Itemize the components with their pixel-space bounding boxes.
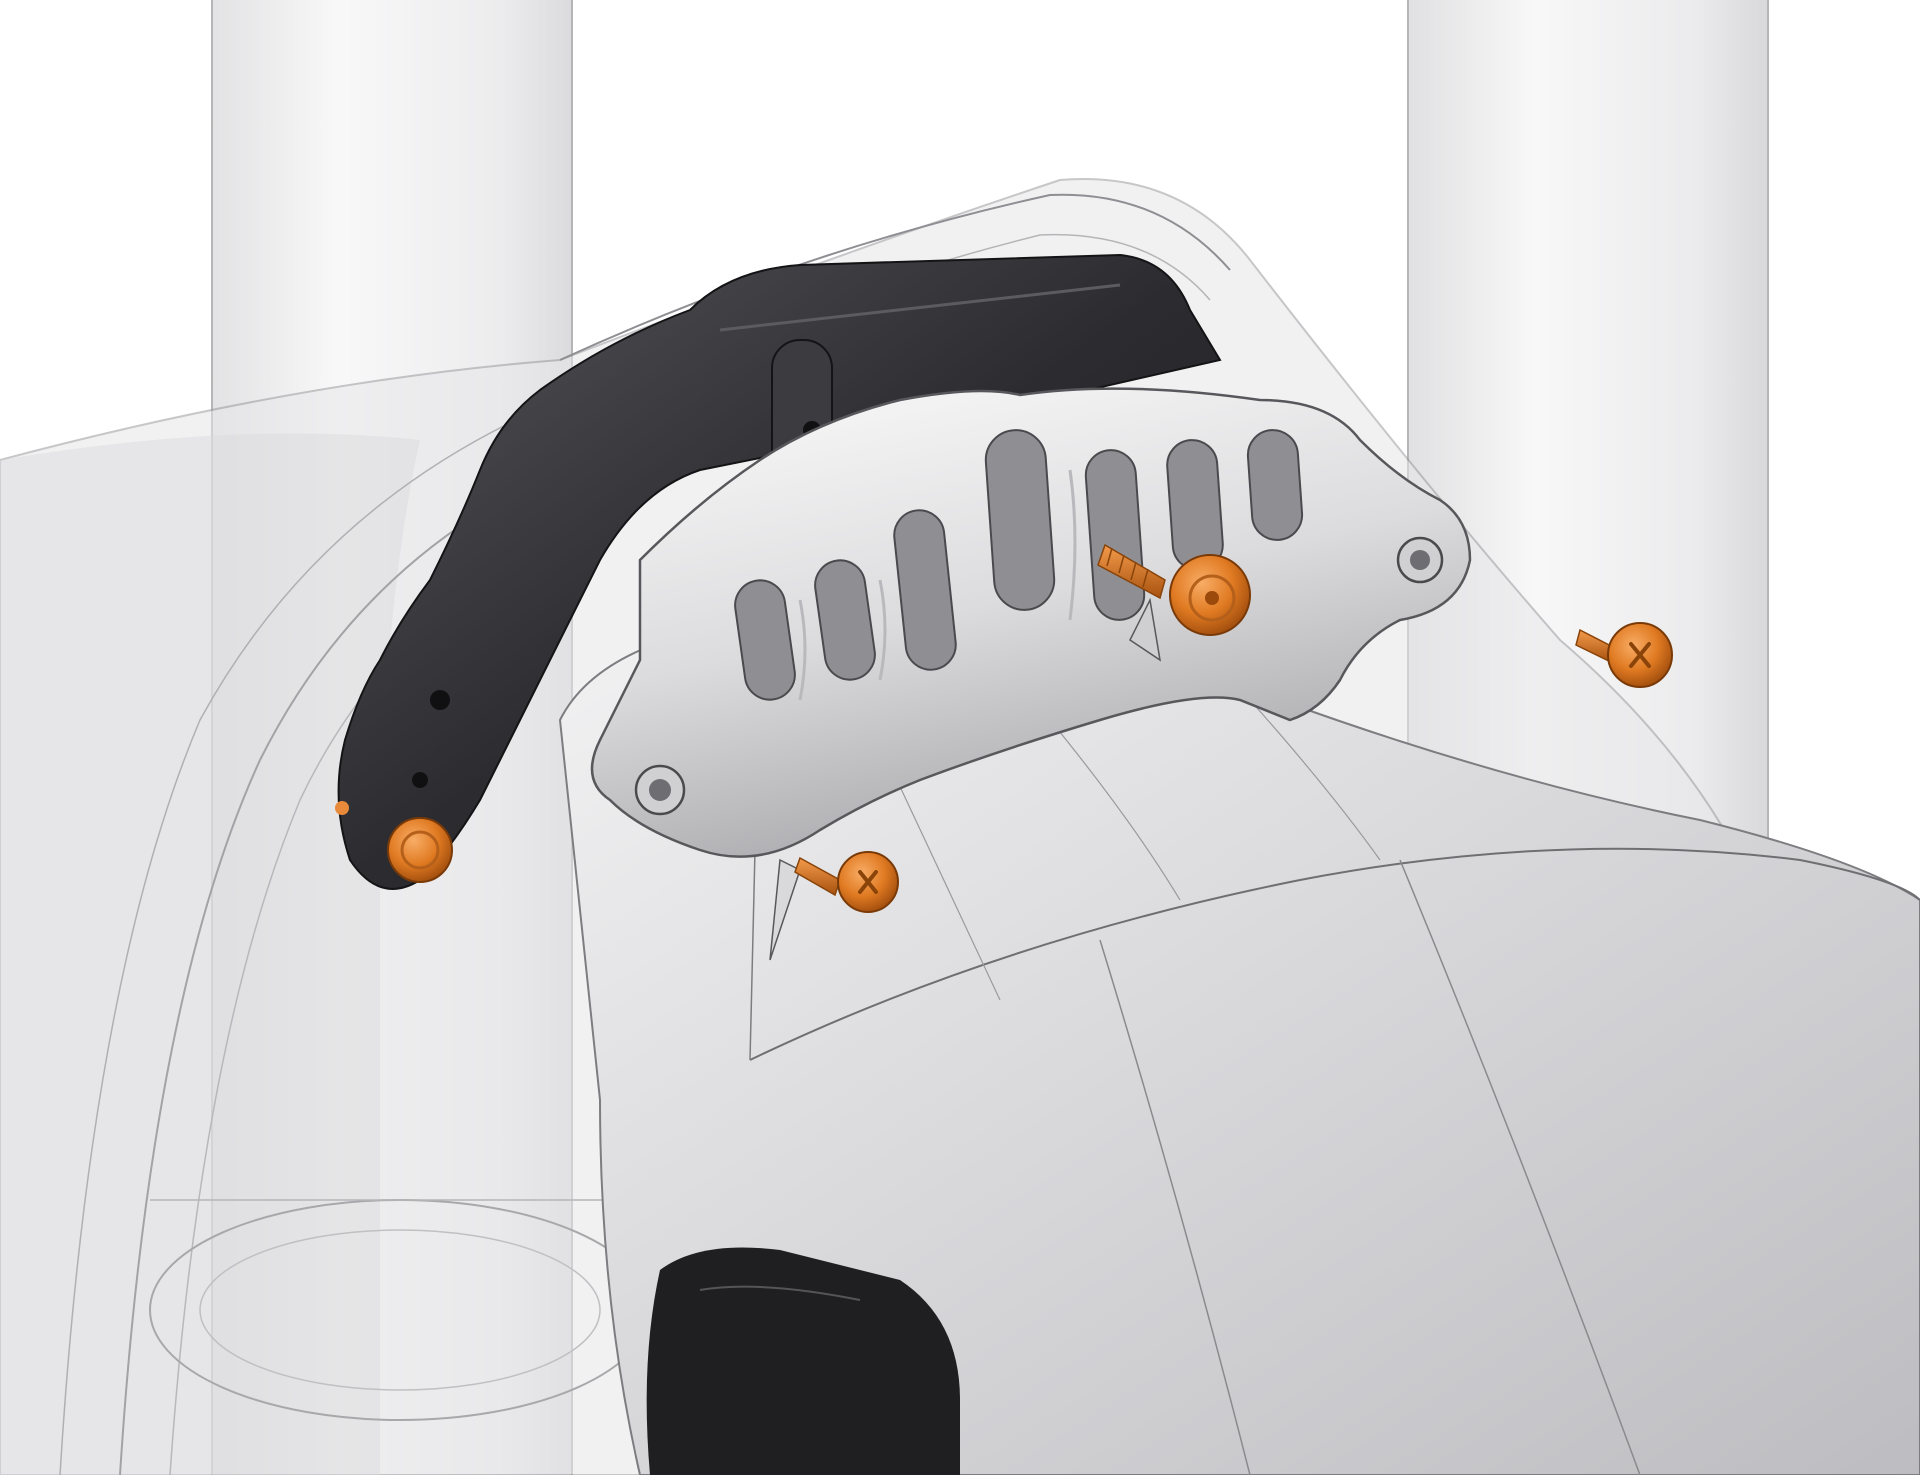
screw-right-loose — [1575, 622, 1673, 688]
screw-lower — [794, 851, 899, 913]
fender-body — [558, 615, 1920, 1475]
screw-center-long — [1097, 543, 1251, 636]
mounting-bracket — [590, 387, 1472, 961]
screw-left-pivot — [335, 801, 453, 883]
